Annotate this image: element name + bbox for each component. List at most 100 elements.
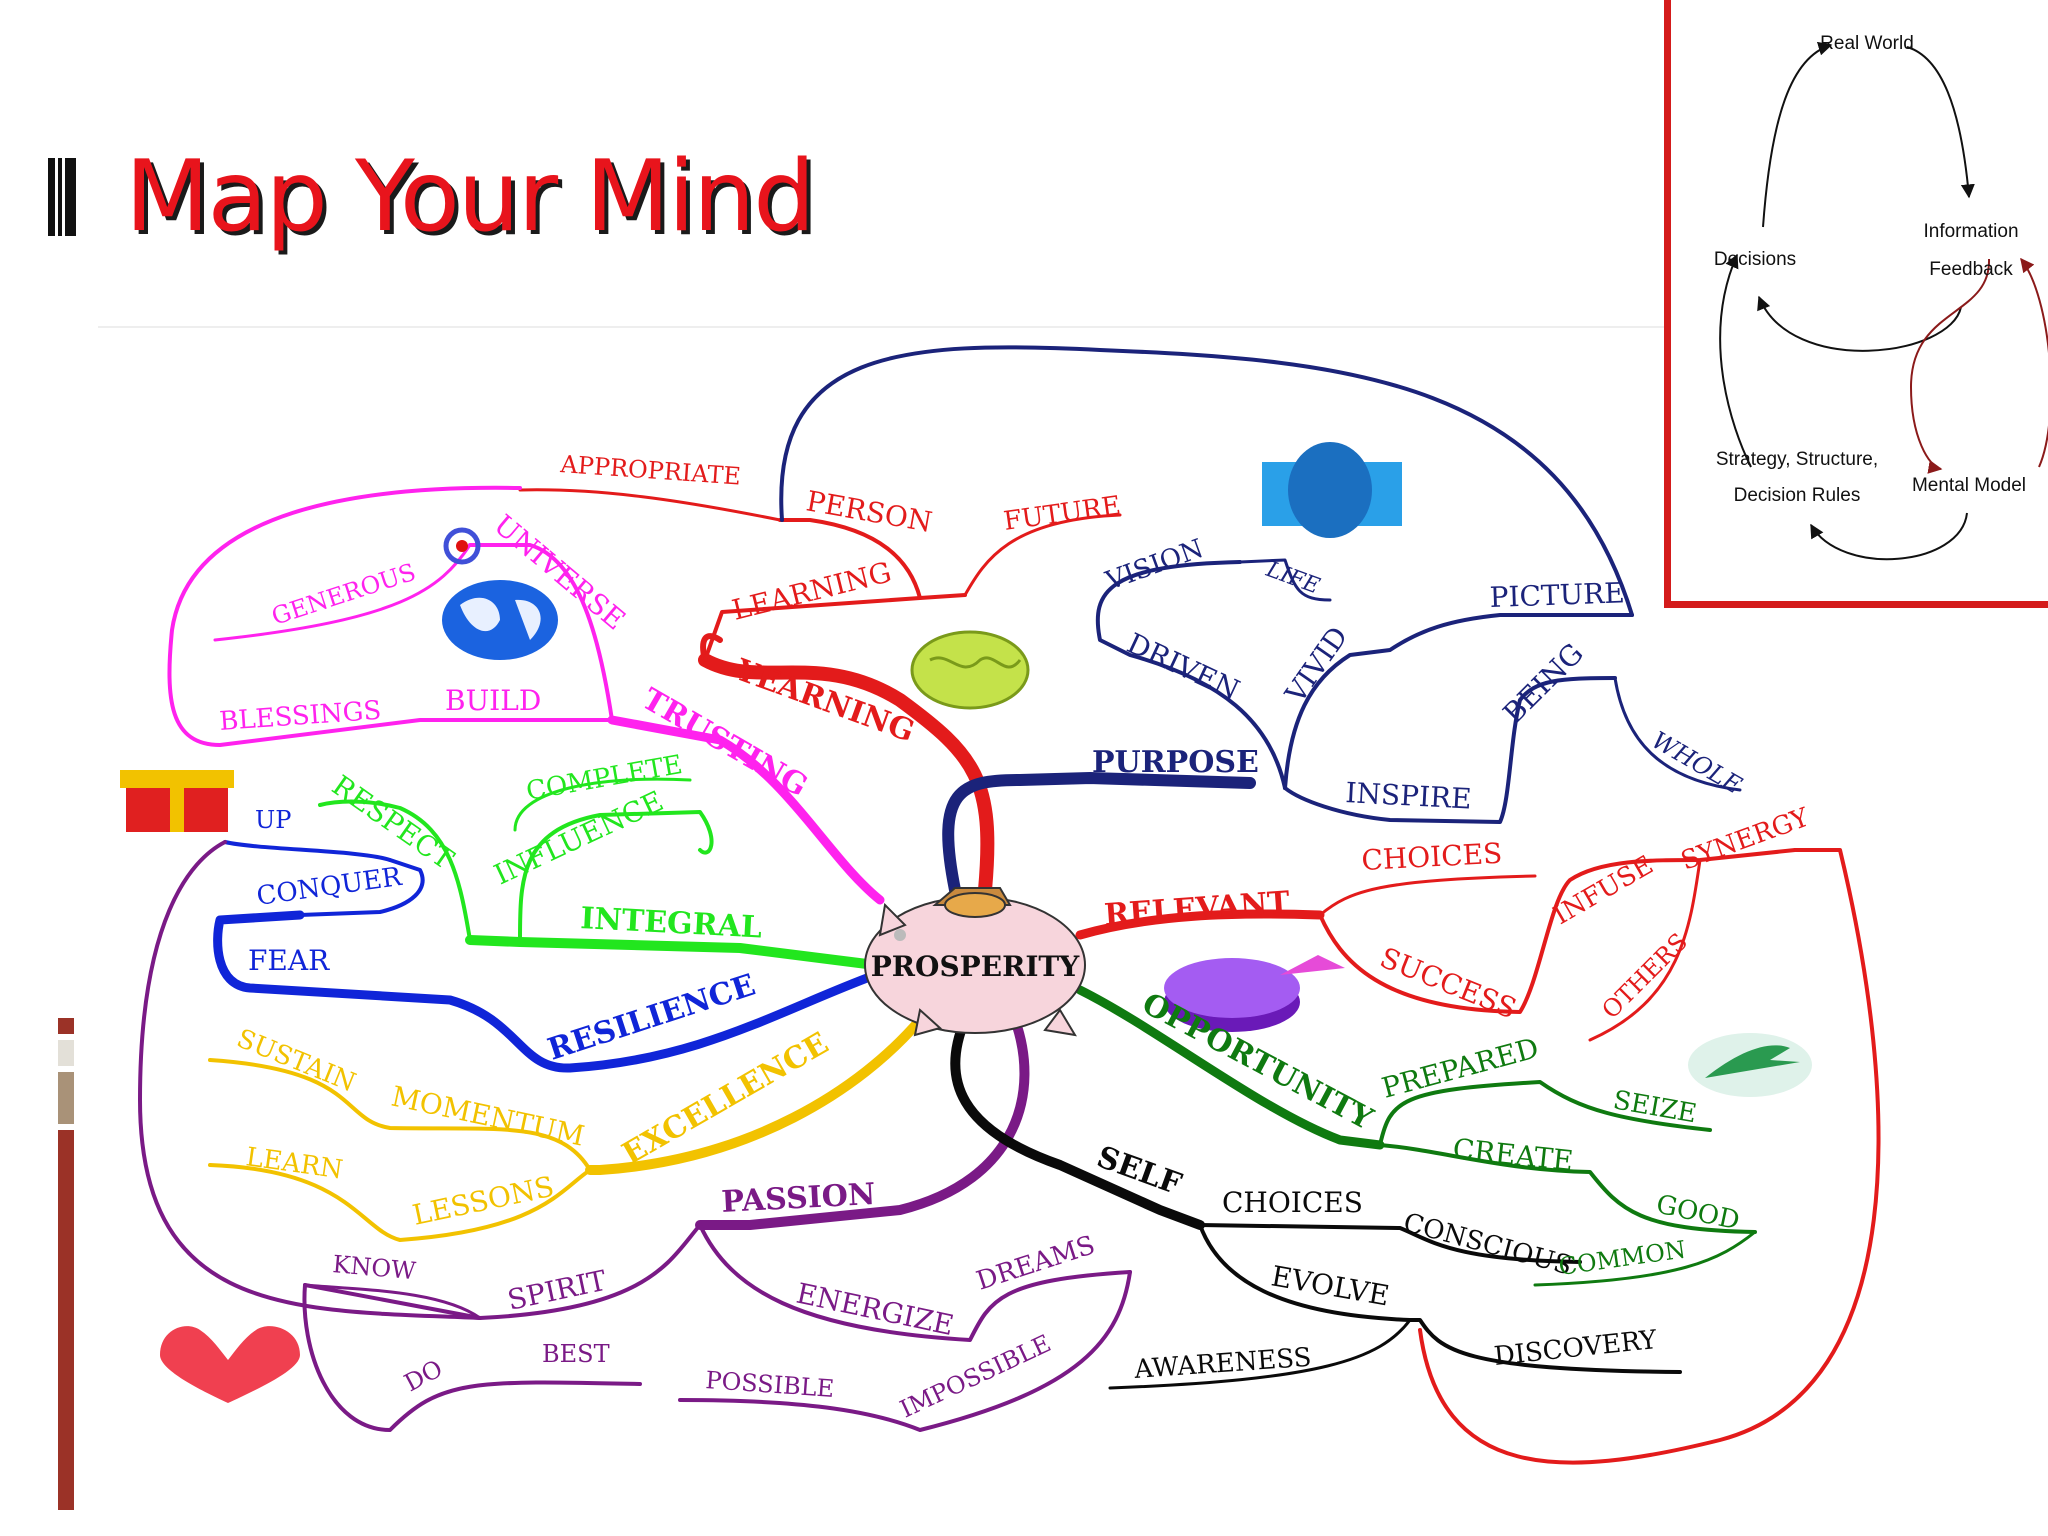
word-label: SYNERGY (1677, 802, 1814, 876)
word-label: BUILD (445, 684, 541, 717)
diagram-node-label: Mental Model (1912, 475, 2026, 496)
diagram-node-label: Decision Rules (1734, 485, 1861, 506)
branch-opportunity-trunk (1075, 985, 1385, 1150)
link-create (1378, 1143, 1757, 1234)
word-label: AWARENESS (1132, 1343, 1312, 1385)
globe-icon (442, 580, 558, 660)
word-label: INFUSE (1549, 850, 1659, 931)
branch-excellence-trunk (585, 1015, 925, 1175)
link-know-do (302, 1283, 642, 1432)
link-success (1318, 848, 1797, 1014)
sidebar-accent (58, 1072, 74, 1124)
link-vision (1238, 558, 1332, 602)
word-label: CHOICES (1361, 837, 1503, 877)
heart-icon (160, 1326, 300, 1403)
slide-title: Map Your Mind (125, 140, 815, 254)
link-impossible (678, 1270, 1132, 1432)
link-learning (703, 593, 967, 662)
word-label: INSPIRE (1345, 776, 1473, 816)
word-label: LEARN (244, 1142, 345, 1185)
word-label: PREPARED (1378, 1031, 1542, 1105)
link-respect (318, 799, 472, 942)
word-label: DO (400, 1354, 448, 1397)
link-appropriate (518, 488, 782, 522)
word-label: APPROPRIATE (559, 450, 742, 491)
link-choices-2 (1318, 874, 1537, 917)
sidebar-accent (58, 1040, 74, 1066)
word-label: LIFE (1262, 557, 1323, 600)
link-universe (468, 543, 614, 722)
brain-icon (910, 630, 1030, 710)
branch-yearning-trunk (698, 653, 995, 897)
link-inspire (1283, 676, 1617, 824)
link-know (303, 1283, 482, 1320)
branch-label: RELEVANT (1103, 885, 1291, 933)
link-evolve (1198, 1223, 1682, 1374)
word-label: MOMENTUM (389, 1080, 588, 1153)
word-label: CREATE (1451, 1132, 1575, 1177)
bullet-marker (48, 158, 76, 236)
word-label: CONQUER (255, 862, 405, 912)
branch-resilience-trunk (213, 910, 880, 1073)
word-label: ENERGIZE (794, 1277, 957, 1343)
word-label: CHOICES (1222, 1186, 1363, 1219)
word-label: COMMON (1557, 1235, 1688, 1281)
link-whole (1613, 676, 1742, 792)
link-influence (518, 810, 714, 942)
word-label: LEARNING (729, 555, 895, 626)
branch-label: SELF (1092, 1140, 1186, 1203)
head-silhouette-icon (1262, 442, 1402, 538)
link-complete (513, 777, 692, 832)
link-future (963, 513, 1122, 597)
link-prepared (1378, 1080, 1712, 1147)
link-momentum (208, 1058, 592, 1172)
branch-label: PASSION (721, 1177, 877, 1220)
feedback-loop-inset: Real World Information Feedback Decision… (1664, 0, 2048, 608)
link-common (1533, 1230, 1757, 1287)
branch-purpose-trunk (942, 772, 1256, 896)
word-label: OTHERS (1596, 928, 1693, 1025)
branch-integral-trunk (465, 935, 880, 970)
branch-self-trunk (950, 1015, 1205, 1230)
branch-label: PURPOSE (1092, 745, 1259, 780)
branch-label: INTEGRAL (580, 901, 763, 945)
word-label: PERSON (804, 484, 935, 539)
link-choices (1198, 1223, 1582, 1264)
diagram-node-label: Feedback (1929, 259, 2013, 280)
title-divider (98, 326, 1668, 328)
link-person (778, 518, 922, 600)
diagram-node-label: Strategy, Structure, (1716, 449, 1878, 470)
word-label: POSSIBLE (705, 1366, 835, 1403)
link-others (1588, 858, 1702, 1042)
word-label: VISION (1101, 534, 1207, 597)
sidebar-accent (58, 1130, 74, 1510)
universe-marker (443, 527, 481, 565)
link-spirit (303, 1223, 702, 1320)
word-label: LESSONS (410, 1170, 557, 1232)
word-label: KNOW (331, 1250, 417, 1285)
link-energize (698, 1223, 1132, 1342)
word-label: UP (255, 806, 291, 834)
word-label: DREAMS (973, 1230, 1099, 1296)
link-driven (1095, 560, 1287, 790)
link-build (167, 485, 614, 747)
word-label: DISCOVERY (1493, 1325, 1659, 1372)
link-lessons (208, 1163, 592, 1242)
branch-yearning-line (700, 633, 723, 663)
link-awareness (1108, 1318, 1412, 1390)
gift-icon (120, 770, 234, 832)
word-label: DRIVEN (1122, 626, 1244, 707)
word-label: BEING (1497, 637, 1590, 730)
word-label: BEST (542, 1340, 610, 1368)
diagram-node-label: Decisions (1714, 249, 1796, 270)
word-label: SUCCESS (1375, 941, 1521, 1026)
feedback-loop-diagram: Real World Information Feedback Decision… (1714, 33, 2048, 561)
word-label: VIVID (1278, 620, 1354, 709)
link-up (223, 840, 392, 862)
word-label: BLESSINGS (218, 696, 382, 737)
branch-trusting-trunk (607, 715, 885, 905)
link-vivid (1283, 613, 1634, 790)
diagram-node-label: Real World (1820, 33, 1914, 54)
